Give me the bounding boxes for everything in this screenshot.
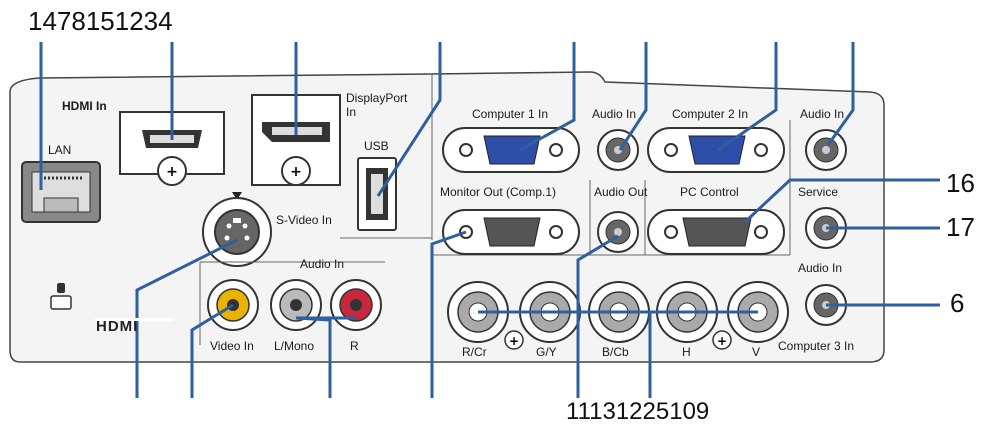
label-audio-in-3: Audio In xyxy=(798,261,843,275)
hdmi-logo: HDMI xyxy=(96,318,139,335)
svg-text:+: + xyxy=(509,334,519,348)
label-audio-in-1: Audio In xyxy=(592,107,637,121)
hdmi-logo-accent xyxy=(95,318,173,321)
label-b-cb: B/Cb xyxy=(602,345,629,359)
label-audio-in-rca: Audio In xyxy=(300,257,345,271)
s-video-port xyxy=(202,192,272,267)
svg-text:+: + xyxy=(166,164,178,180)
callout-leader-lines xyxy=(39,42,940,398)
label-displayport-1: DisplayPort xyxy=(346,91,408,105)
label-service: Service xyxy=(798,185,839,199)
label-computer-1-in: Computer 1 In xyxy=(472,107,549,121)
callout-bottom: 11131225109 xyxy=(566,398,710,425)
label-s-video-in: S-Video In xyxy=(276,213,332,227)
label-usb: USB xyxy=(364,139,389,153)
lan-port xyxy=(21,161,101,223)
label-audio-out: Audio Out xyxy=(594,185,648,199)
label-g-y: G/Y xyxy=(536,345,557,359)
svg-text:+: + xyxy=(717,334,727,348)
ground-screw-icon xyxy=(504,330,524,350)
usb-port xyxy=(357,157,397,231)
callout-top: 1478151234 xyxy=(28,6,173,36)
computer-1-in-port xyxy=(442,127,580,173)
callout-16: 16 xyxy=(946,168,975,198)
label-l-mono: L/Mono xyxy=(274,339,315,353)
callout-6: 6 xyxy=(950,288,965,318)
label-lan: LAN xyxy=(48,143,72,157)
audio-l-mono-jack xyxy=(270,279,322,331)
label-monitor-out: Monitor Out (Comp.1) xyxy=(440,185,557,199)
monitor-out-port xyxy=(442,209,580,255)
label-video-in: Video In xyxy=(210,339,254,353)
label-h: H xyxy=(682,345,691,359)
callout-17: 17 xyxy=(946,212,975,242)
label-computer-2-in: Computer 2 In xyxy=(672,107,749,121)
label-displayport-2: In xyxy=(346,105,357,119)
label-v: V xyxy=(752,345,761,359)
computer-2-in-port xyxy=(647,127,785,173)
ground-screw-icon xyxy=(712,330,732,350)
label-computer-3-in: Computer 3 In xyxy=(778,339,855,353)
label-r-cr: R/Cr xyxy=(462,345,487,359)
label-hdmi-in: HDMI In xyxy=(62,99,107,113)
label-r: R xyxy=(350,339,359,353)
svg-text:+: + xyxy=(290,164,302,180)
label-pc-control: PC Control xyxy=(680,185,739,199)
audio-in-2-jack xyxy=(805,129,847,171)
pc-control-port xyxy=(647,209,785,255)
label-audio-in-2: Audio In xyxy=(800,107,845,121)
security-lock-icon xyxy=(50,283,72,310)
audio-in-1-jack xyxy=(597,129,639,171)
audio-r-jack xyxy=(330,279,382,331)
